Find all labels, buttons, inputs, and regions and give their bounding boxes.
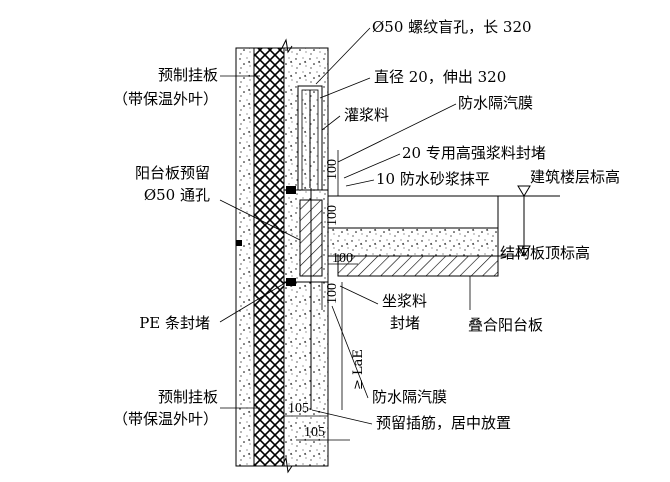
label-membrane-bottom: 防水隔汽膜 xyxy=(372,388,447,406)
dim-100-side: 100 xyxy=(332,251,353,266)
leader-membrane-top xyxy=(337,103,457,163)
leader-bar-dia xyxy=(319,77,371,99)
label-lae: ≥ LaE xyxy=(351,349,366,390)
label-rebar: 预留插筋，居中放置 xyxy=(376,414,511,432)
balcony-slab xyxy=(337,255,499,277)
leader-grout-seal xyxy=(339,285,379,305)
label-grout-seal-2: 封堵 xyxy=(390,314,420,332)
wall-marker xyxy=(236,240,242,246)
leader-membrane-bottom xyxy=(331,305,369,399)
label-panel-bottom-1: 预制挂板 xyxy=(158,388,218,406)
leader-grout xyxy=(321,115,341,131)
leader-mortar xyxy=(345,179,375,187)
leader-high-grout xyxy=(343,153,401,179)
label-slab-top: 结构板顶标高 xyxy=(500,244,590,262)
inner-panel-lower xyxy=(283,281,329,467)
label-panel-top-1: 预制挂板 xyxy=(158,66,218,84)
break-mark-top xyxy=(281,38,293,54)
dim-105-a: 105 xyxy=(288,401,309,416)
dim-100-mid: 100 xyxy=(325,205,340,226)
leader-blind-hole xyxy=(315,27,371,85)
dim-100-top: 100 xyxy=(325,159,340,180)
pe-strip-top xyxy=(286,186,296,194)
label-balcony: 叠合阳台板 xyxy=(468,316,543,334)
leader-pe xyxy=(219,279,291,323)
floor-level-triangle xyxy=(517,185,531,197)
label-mortar: 10 防水砂浆抹平 xyxy=(376,170,490,188)
dim-105-b: 105 xyxy=(304,425,325,440)
label-bar-dia: 直径 20，伸出 320 xyxy=(374,68,506,86)
label-grout: 灌浆料 xyxy=(344,106,389,124)
label-membrane-top: 防水隔汽膜 xyxy=(458,94,533,112)
label-hole-1: 阳台板预留 xyxy=(135,164,210,182)
label-panel-bottom-2: （带保温外叶） xyxy=(113,410,218,428)
leader-hole xyxy=(219,199,301,241)
insulation-layer xyxy=(253,47,285,467)
slab-top-band xyxy=(327,227,499,257)
label-floor-level: 建筑楼层标高 xyxy=(530,168,620,186)
label-grout-seal-1: 坐浆料 xyxy=(382,292,427,310)
dim-100-bottom: 100 xyxy=(325,283,340,304)
label-pe-seal: PE 条封堵 xyxy=(139,314,210,332)
leader-rebar xyxy=(311,409,373,425)
break-mark-bottom xyxy=(281,456,293,474)
pe-strip-bottom xyxy=(286,278,296,286)
label-hole-2: Ø50 通孔 xyxy=(144,186,210,204)
label-panel-top-2: （带保温外叶） xyxy=(113,90,218,108)
label-high-grout: 20 专用高强浆料封堵 xyxy=(402,144,546,162)
floor-slab xyxy=(327,195,499,229)
outer-leaf xyxy=(235,47,255,467)
label-blind-hole: Ø50 螺纹盲孔，长 320 xyxy=(372,18,532,36)
